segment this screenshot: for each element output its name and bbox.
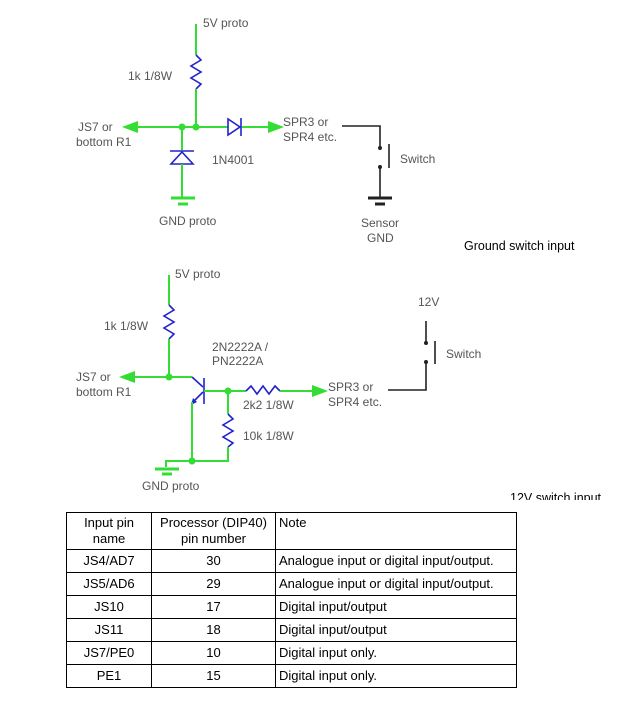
cell-note: Analogue input or digital input/output. xyxy=(275,572,517,596)
junction-dot xyxy=(188,457,196,465)
output-label-2: SPR4 etc. xyxy=(328,395,382,409)
base-resistor-icon xyxy=(245,384,281,396)
table-row: JS10 17 Digital input/output xyxy=(66,595,517,619)
cell-note: Digital input/output xyxy=(275,595,517,619)
diagram-caption: Ground switch input xyxy=(464,239,575,253)
cell-pin: JS4/AD7 xyxy=(66,549,152,573)
transistor-label-2: PN2222A xyxy=(212,354,263,368)
table-header-row: Input pin name Processor (DIP40) pin num… xyxy=(66,512,517,550)
output-label: SPR3 or xyxy=(283,115,328,129)
pullup-resistor-icon xyxy=(162,304,176,340)
cell-pin: JS5/AD6 xyxy=(66,572,152,596)
ground-label: GND proto xyxy=(159,214,217,228)
pullup-resistor-icon xyxy=(189,54,203,90)
pulldown-resistor-label: 10k 1/8W xyxy=(243,429,294,443)
switch-supply-label: 12V xyxy=(418,295,439,309)
resistor-label: 1k 1/8W xyxy=(104,319,149,333)
diagram-caption: 12V switch input xyxy=(510,491,602,500)
cell-note: Digital input only. xyxy=(275,664,517,688)
cell-dip: 18 xyxy=(151,618,276,642)
junction-dot xyxy=(165,373,173,381)
cell-pin: JS10 xyxy=(66,595,152,619)
input-label-2: bottom R1 xyxy=(76,135,132,149)
cell-pin: JS11 xyxy=(66,618,152,642)
sensor-ground-label-2: GND xyxy=(367,231,394,245)
transistor-label: 2N2222A / xyxy=(212,340,269,354)
table-row: JS7/PE0 10 Digital input only. xyxy=(66,641,517,665)
supply-label: 5V proto xyxy=(203,16,249,30)
cell-dip: 10 xyxy=(151,641,276,665)
cell-note: Digital input/output xyxy=(275,618,517,642)
table-row: JS4/AD7 30 Analogue input or digital inp… xyxy=(66,549,517,573)
cell-dip: 30 xyxy=(151,549,276,573)
table-row: PE1 15 Digital input only. xyxy=(66,664,517,688)
input-label: JS7 or xyxy=(76,370,111,384)
table-row: JS5/AD6 29 Analogue input or digital inp… xyxy=(66,572,517,596)
external-wire xyxy=(342,125,381,147)
table-row: JS11 18 Digital input/output xyxy=(66,618,517,642)
output-label-2: SPR4 etc. xyxy=(283,130,337,144)
supply-label: 5V proto xyxy=(175,267,221,281)
transistor-icon xyxy=(191,376,204,388)
header-dip-pin: Processor (DIP40) pin number xyxy=(151,512,276,550)
resistor-label: 1k 1/8W xyxy=(128,69,173,83)
junction-dot xyxy=(192,123,200,131)
cell-note: Digital input only. xyxy=(275,641,517,665)
header-note: Note xyxy=(275,512,517,550)
cell-dip: 29 xyxy=(151,572,276,596)
diode-icon xyxy=(227,117,242,137)
ground-label: GND proto xyxy=(142,479,200,493)
diode-label: 1N4001 xyxy=(212,153,254,167)
schematics: 5V proto 1k 1/8W JS7 or bottom R1 1N4001… xyxy=(76,16,602,500)
cell-pin: JS7/PE0 xyxy=(66,641,152,665)
base-resistor-label: 2k2 1/8W xyxy=(243,398,294,412)
cell-pin: PE1 xyxy=(66,664,152,688)
switch-label: Switch xyxy=(400,152,435,166)
input-label-2: bottom R1 xyxy=(76,385,132,399)
switch-label: Switch xyxy=(446,347,481,361)
cell-note: Analogue input or digital input/output. xyxy=(275,549,517,573)
pulldown-resistor-icon xyxy=(221,413,235,448)
ground-switch-circuit: 5V proto 1k 1/8W JS7 or bottom R1 1N4001… xyxy=(76,16,575,253)
cell-dip: 17 xyxy=(151,595,276,619)
cell-dip: 15 xyxy=(151,664,276,688)
12v-switch-circuit: 5V proto 1k 1/8W JS7 or bottom R1 2N2222… xyxy=(76,267,602,500)
input-label: JS7 or xyxy=(78,120,113,134)
header-input-pin: Input pin name xyxy=(66,512,152,550)
sensor-ground-label: Sensor xyxy=(361,216,399,230)
pin-table: Input pin name Processor (DIP40) pin num… xyxy=(66,512,517,688)
external-wire xyxy=(388,363,427,391)
output-label: SPR3 or xyxy=(328,380,373,394)
